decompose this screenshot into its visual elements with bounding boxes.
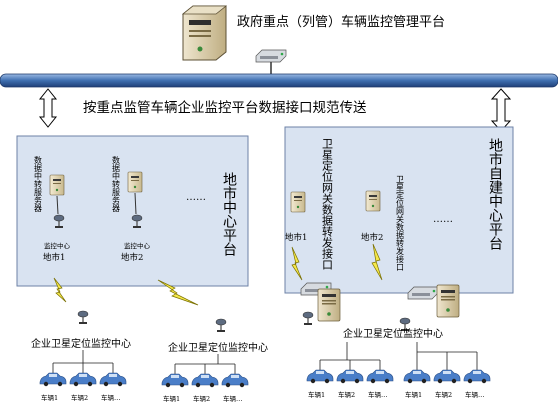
left-monitor-1-label: 监控中心 (44, 241, 71, 250)
vehicle-label: 车辆… (223, 394, 243, 403)
right-gateway-1-label: 卫星定位网关数据转发接口 (321, 138, 334, 270)
vehicle-car-icon (433, 369, 461, 384)
vehicle-car-icon (463, 369, 491, 384)
enterprise-right-2-server-icon (436, 284, 460, 318)
left-city-1-label: 地市1 (43, 252, 65, 263)
enterprise-center-label-2: 企业卫星定位监控中心 (168, 341, 268, 354)
vehicle-label: 车辆2 (338, 390, 355, 399)
right-platform-title: 地市自建中心平台 (487, 138, 503, 250)
vehicle-car-icon (306, 369, 334, 384)
enterprise-left-1-dish-icon (77, 310, 89, 325)
vehicle-tree-lines (52, 342, 478, 374)
enterprise-right-1-dish-icon (302, 311, 314, 326)
left-transfer-server-1-icon (49, 174, 65, 196)
vehicle-car-icon (69, 372, 97, 387)
left-city-2-label: 地市2 (121, 252, 143, 263)
enterprise-right-1-server-icon (317, 288, 341, 322)
lightning-right-2-icon (371, 243, 383, 281)
double-arrow-left-icon (38, 88, 58, 128)
vehicle-car-icon (403, 369, 431, 384)
left-transfer-server-2-icon (127, 171, 143, 193)
header-title: 政府重点（列管）车辆监控管理平台 (237, 14, 445, 30)
vehicle-label: 车辆2 (71, 393, 88, 402)
left-server-2-label: 数据中转服务器 (112, 155, 121, 213)
vehicle-label: 车辆… (465, 390, 485, 399)
right-ellipsis: …… (433, 214, 453, 225)
right-city-2-label: 地市2 (361, 232, 383, 243)
lightning-right-1-icon (291, 246, 303, 281)
vehicle-label: 车辆2 (193, 394, 210, 403)
data-bus (0, 73, 558, 88)
government-switch-icon (255, 49, 287, 63)
bus-label: 按重点监管车辆企业监控平台数据接口规范传送 (83, 99, 367, 116)
left-platform-box (16, 135, 249, 287)
government-server-icon (181, 5, 228, 61)
enterprise-center-label-3: 企业卫星定位监控中心 (343, 327, 443, 340)
left-platform-title: 地市中心平台 (221, 172, 237, 256)
right-gateway-server-1-icon (290, 191, 306, 213)
left-server-1-label: 数据中转服务器 (34, 155, 43, 213)
right-city-1-label: 地市1 (285, 232, 307, 243)
lightning-left-2-icon (157, 279, 199, 306)
right-gateway-2-label: 卫星定位网关数据转发接口 (396, 175, 405, 271)
vehicle-label: 车辆1 (308, 390, 325, 399)
vehicle-car-icon (99, 372, 127, 387)
enterprise-left-2-dish-icon (215, 318, 227, 333)
vehicle-car-icon (39, 372, 67, 387)
double-arrow-right-icon (490, 88, 512, 132)
vehicle-car-icon (336, 369, 364, 384)
vehicle-label: 车辆1 (41, 393, 58, 402)
vehicle-label: 车辆1 (163, 394, 180, 403)
left-monitor-2-label: 监控中心 (124, 241, 151, 250)
right-platform-box (284, 126, 514, 294)
vehicle-label: 车辆1 (405, 390, 422, 399)
vehicle-car-icon (366, 369, 394, 384)
vehicle-label: 车辆… (368, 390, 388, 399)
vehicle-label: 车辆2 (435, 390, 452, 399)
right-gateway-server-2-icon (365, 190, 381, 212)
vehicle-car-icon (221, 373, 249, 388)
enterprise-right-2-switch-icon (407, 286, 439, 300)
vehicle-label: 车辆… (101, 393, 121, 402)
left-ellipsis: …… (186, 192, 206, 203)
vehicle-car-icon (191, 373, 219, 388)
lightning-left-1-icon (53, 277, 67, 303)
vehicle-car-icon (161, 373, 189, 388)
enterprise-center-label-1: 企业卫星定位监控中心 (31, 337, 131, 350)
